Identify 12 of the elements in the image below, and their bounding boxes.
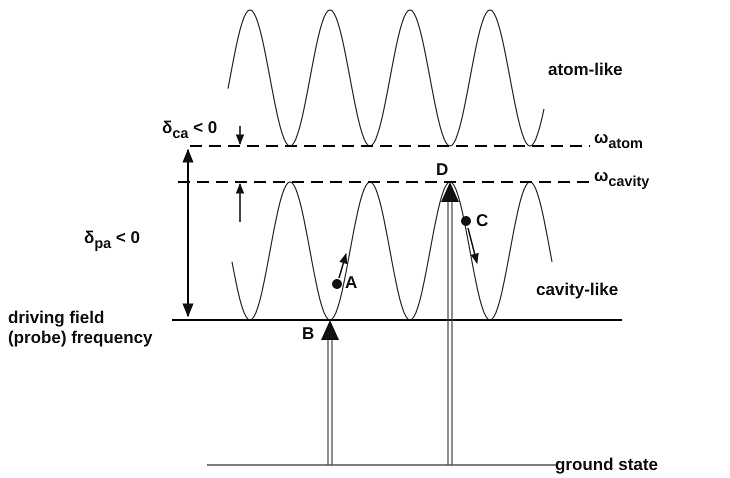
point-label: C (476, 211, 490, 232)
region-label: atom-like (548, 60, 624, 80)
frequency-label: ω$_{atom}$ (594, 128, 644, 154)
point-label: D (436, 160, 450, 180)
axis-label: driving field (probe) frequency (8, 308, 154, 349)
level-label: ground state (555, 455, 659, 476)
point-label: A (345, 273, 358, 294)
point-label: B (302, 324, 316, 344)
region-label: cavity-like (536, 280, 620, 300)
detuning-label: δ$_{pa}$ < 0 (84, 228, 142, 254)
frequency-label: ω$_{cavity}$ (594, 166, 650, 192)
detuning-label: δ$_{ca}$ < 0 (162, 118, 218, 144)
